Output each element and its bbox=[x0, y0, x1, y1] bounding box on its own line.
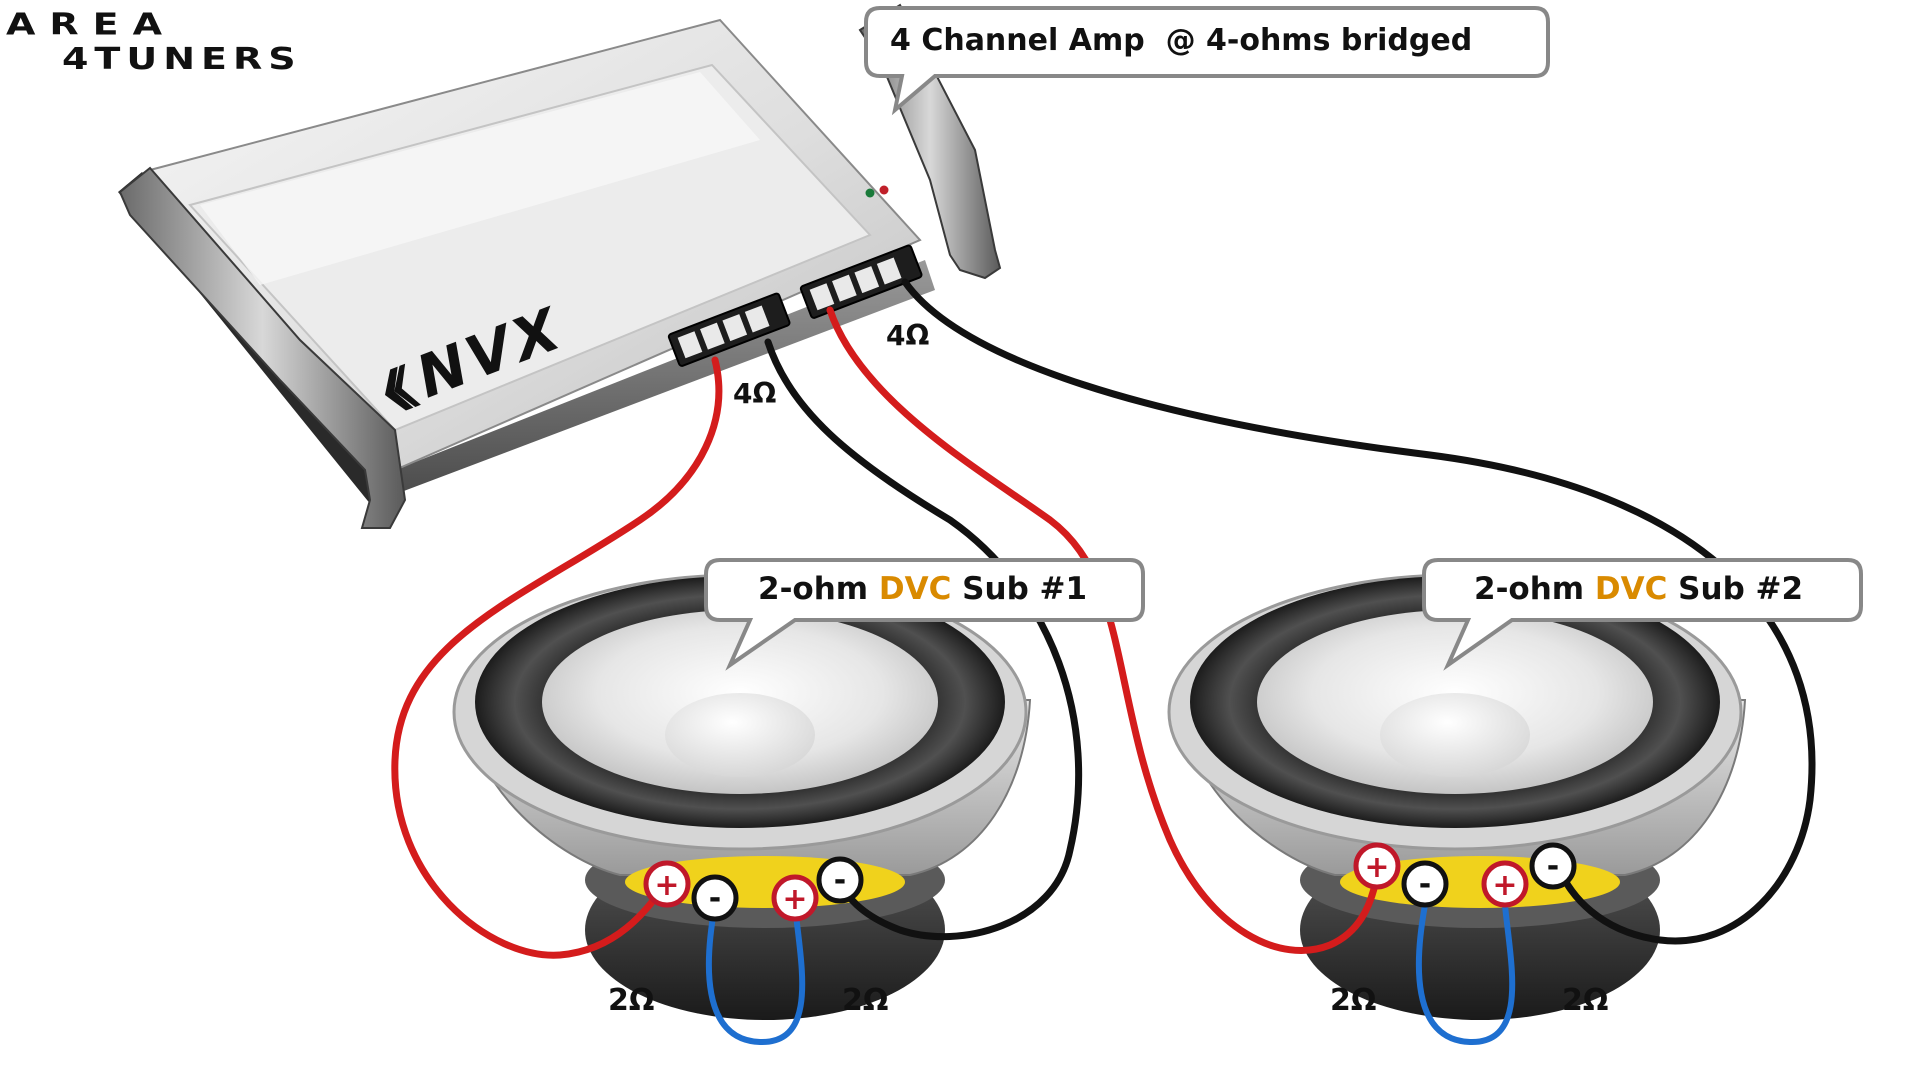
callout-bubble bbox=[864, 6, 1550, 116]
negative-icon: - bbox=[834, 863, 846, 898]
terminal-screw bbox=[744, 305, 770, 333]
sub2-callout-text: 2-ohm DVC Sub #2 bbox=[1474, 571, 1803, 607]
positive-icon: + bbox=[782, 882, 807, 917]
amp-callout-text: 4 Channel Amp @ 4-ohms bridged bbox=[890, 23, 1472, 58]
sub1-terminals: + - + - bbox=[643, 856, 864, 922]
amplifier: NVX 4Ω 4Ω bbox=[118, 3, 1002, 529]
terminal-screw bbox=[677, 331, 703, 359]
sub1-coil1-impedance-label: 2Ω bbox=[608, 983, 654, 1018]
sub1-coil2-negative-terminal: - bbox=[816, 856, 864, 904]
sub1-coil2-impedance-label: 2Ω bbox=[842, 983, 888, 1018]
positive-icon: + bbox=[1364, 850, 1389, 885]
amp-top-sheen bbox=[200, 72, 760, 285]
sub2-coil1-positive-terminal: + bbox=[1353, 842, 1401, 890]
watermark-line-2: 4TUNERS bbox=[62, 41, 302, 76]
terminal-screw bbox=[854, 266, 880, 294]
sub-dust-cap bbox=[1380, 693, 1530, 777]
jumper-wire-sub2 bbox=[1415, 902, 1516, 1046]
sub-dust-cap bbox=[665, 693, 815, 777]
amp-body-front bbox=[380, 260, 935, 500]
amp-right-impedance-label: 4Ω bbox=[886, 319, 929, 352]
terminal-block-left bbox=[667, 292, 791, 367]
terminal-screw bbox=[700, 322, 725, 350]
terminal-screw bbox=[809, 283, 835, 311]
negative-icon: - bbox=[1547, 849, 1559, 884]
sub1-coil1-positive-terminal: + bbox=[643, 860, 691, 908]
amp-callout: 4 Channel Amp @ 4-ohms bridged bbox=[864, 6, 1550, 116]
watermark-logo: AREA 4TUNERS bbox=[6, 7, 302, 77]
negative-icon: - bbox=[709, 881, 721, 916]
terminal-screw bbox=[876, 257, 902, 285]
terminal-screw bbox=[832, 274, 857, 302]
sub2-coil2-impedance-label: 2Ω bbox=[1562, 983, 1608, 1018]
sub1-coil1-negative-terminal: - bbox=[691, 874, 739, 922]
dvc-highlight: DVC bbox=[879, 571, 951, 607]
dvc-highlight: DVC bbox=[1595, 571, 1667, 607]
amp-endcap-left bbox=[118, 166, 407, 529]
watermark-line-1: AREA bbox=[6, 7, 176, 42]
callout-bubble bbox=[1422, 558, 1863, 671]
amp-led-red bbox=[879, 185, 889, 195]
terminal-block-right bbox=[799, 244, 923, 319]
jumper-wire-sub1 bbox=[705, 902, 806, 1046]
sub1-coil2-positive-terminal: + bbox=[771, 874, 819, 922]
sub1-callout-text: 2-ohm DVC Sub #1 bbox=[758, 571, 1087, 607]
negative-icon: - bbox=[1419, 867, 1431, 902]
sub2-coil2-negative-terminal: - bbox=[1529, 842, 1577, 890]
subwoofer-1 bbox=[452, 573, 1032, 1020]
wire-negative-amp-left-to-sub1 bbox=[764, 338, 1083, 940]
sub2-terminals: + - + - bbox=[1353, 842, 1577, 908]
sub2-coil1-impedance-label: 2Ω bbox=[1330, 983, 1376, 1018]
amp-left-impedance-label: 4Ω bbox=[733, 377, 776, 410]
positive-icon: + bbox=[654, 868, 679, 903]
sub2-coil1-negative-terminal: - bbox=[1401, 860, 1449, 908]
wire-positive-amp-left-to-sub1 bbox=[391, 356, 723, 959]
terminal-screw bbox=[722, 314, 748, 342]
brand-mark-icon bbox=[385, 366, 414, 411]
positive-icon: + bbox=[1492, 868, 1517, 903]
amp-led-green bbox=[865, 188, 875, 198]
sub2-callout: 2-ohm DVC Sub #2 bbox=[1422, 558, 1863, 671]
callout-bubble bbox=[704, 558, 1145, 671]
sub2-coil2-positive-terminal: + bbox=[1481, 860, 1529, 908]
sub1-callout: 2-ohm DVC Sub #1 bbox=[704, 558, 1145, 671]
wire-positive-amp-right-to-sub2 bbox=[826, 306, 1379, 954]
